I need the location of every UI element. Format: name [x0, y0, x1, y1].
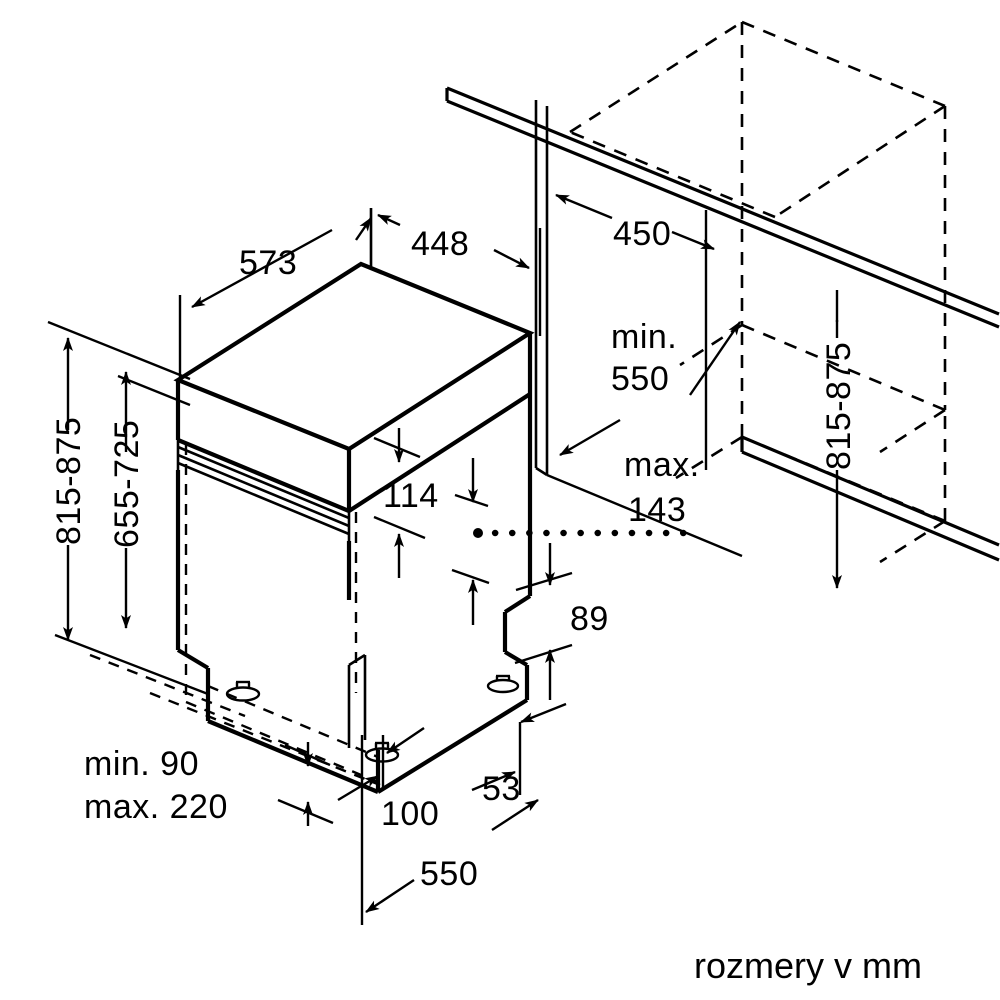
dim-100: 100 [337, 727, 439, 833]
dim-573-label: 573 [239, 244, 297, 282]
dim-550-label: 550 [420, 855, 478, 893]
dim-53: 53 [471, 702, 567, 808]
dim-max-143-label-line2: 143 [628, 491, 686, 529]
adjustable-foot-rear-right [486, 674, 520, 694]
dim-450-label: 450 [613, 215, 671, 253]
dim-815-875-right-label: 815-875 [820, 342, 858, 470]
dim-655-725: 655-725 [108, 371, 146, 629]
dim-max-143-label-line1: max. [624, 446, 700, 484]
lower-right-worktop-line [740, 435, 1000, 562]
niche-side-panel [534, 100, 549, 477]
dim-448: 448 [369, 208, 542, 336]
dim-114: 114 [373, 428, 439, 578]
dim-100-label: 100 [381, 795, 439, 833]
dim-plinth-range: min. 90 max. 220 [84, 742, 334, 826]
dishwasher-body [173, 261, 535, 794]
dim-89: 89 [514, 543, 609, 700]
dim-min-550-label-line2: 550 [611, 360, 669, 398]
units-caption: rozmery v mm [694, 945, 922, 986]
dim-815-875-left: 815-875 [50, 337, 88, 641]
max-143-dotted-line: max. 143 [473, 446, 704, 538]
dim-550: 550 [360, 735, 539, 925]
worktop-slab [445, 86, 1000, 329]
dim-53-label: 53 [482, 770, 521, 808]
dim-min-90-label: min. 90 [84, 745, 199, 783]
dim-min-550-label-line1: min. [611, 318, 677, 356]
dim-448-label: 448 [411, 225, 469, 263]
dim-89-label: 89 [570, 600, 609, 638]
dim-815-875-right: 815-875 [820, 290, 858, 589]
dim-450: 450 [555, 193, 715, 470]
dim-573: 573 [178, 208, 373, 382]
dim-655-725-label: 655-725 [108, 420, 146, 548]
dim-114-secondary-tick [451, 458, 490, 625]
dim-815-875-left-label: 815-875 [50, 417, 88, 545]
dim-114-label: 114 [383, 477, 439, 515]
niche-floor-line [546, 473, 743, 558]
dim-max-220-label: max. 220 [84, 788, 228, 826]
dim-min-550: min. 550 [559, 318, 741, 457]
adjustable-foot-front-left [225, 680, 261, 702]
